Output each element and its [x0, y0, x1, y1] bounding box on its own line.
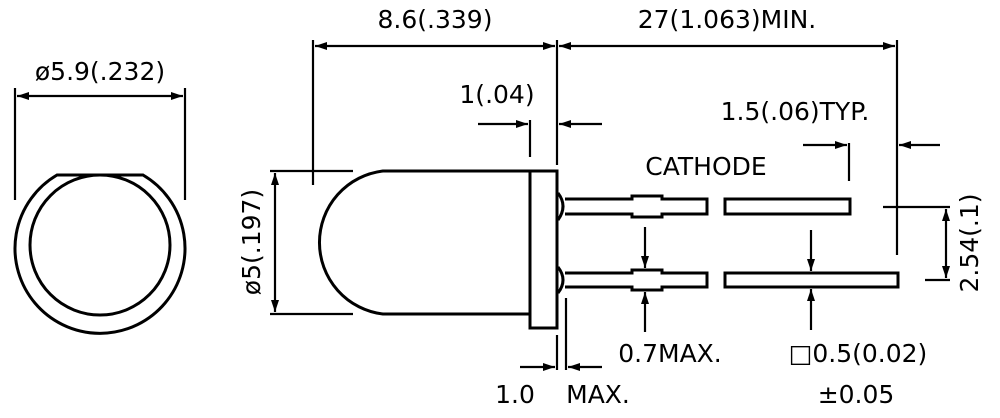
lead-section-label: □0.5(0.02) — [789, 339, 928, 368]
dimensions: 8.6(.339) 27(1.063)MIN. 1(.04) ø5(.197) … — [237, 5, 984, 409]
inner-lens — [28, 173, 172, 317]
top-lead-inner — [565, 194, 709, 219]
kink-width-label: 0.7MAX. — [618, 339, 722, 368]
stub-length-label: 1.0 — [495, 380, 535, 409]
cathode-lead-stub — [556, 266, 565, 294]
flange — [528, 169, 559, 330]
outer-rim — [13, 173, 187, 335]
led-body — [317, 169, 530, 316]
body-diameter-label: ø5(.197) — [237, 189, 266, 295]
flange-width-label: 1(.04) — [459, 80, 534, 109]
anode-lead-stub — [556, 192, 565, 221]
body-length-label: 8.6(.339) — [378, 5, 493, 34]
lead-tolerance-label: ±0.05 — [818, 380, 895, 409]
top-diameter-label: ø5.9(.232) — [35, 57, 165, 86]
bottom-lead-inner — [565, 268, 709, 292]
lead-end-label: 1.5(.06)TYP. — [721, 97, 870, 126]
lead-length-label: 27(1.063)MIN. — [638, 5, 816, 34]
top-view: ø5.9(.232) — [13, 57, 187, 335]
top-lead-outer — [723, 197, 852, 216]
bottom-lead-outer — [723, 271, 900, 289]
stub-max-label: MAX. — [566, 380, 630, 409]
side-view — [317, 169, 900, 330]
lead-spacing-label: 2.54(.1) — [955, 193, 984, 292]
cathode-label: CATHODE — [645, 152, 766, 181]
